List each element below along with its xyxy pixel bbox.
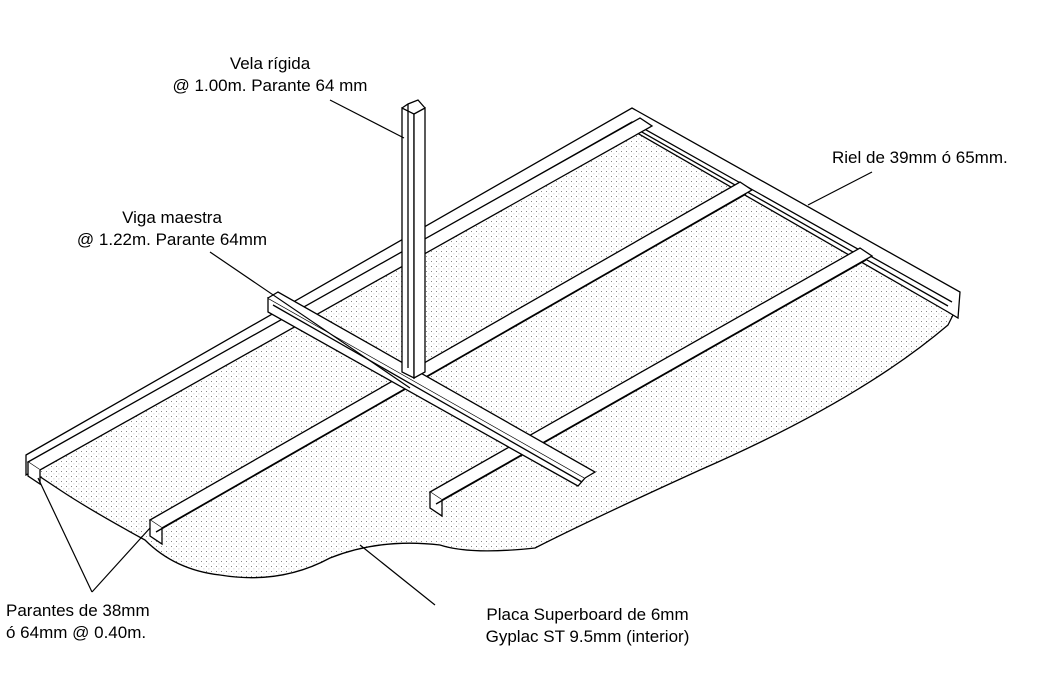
vertical-stiffener [401, 99, 426, 380]
label-viga-maestra: Viga maestra @ 1.22m. Parante 64mm [52, 207, 292, 251]
label-parantes: Parantes de 38mm ó 64mm @ 0.40m. [6, 600, 150, 644]
label-placa: Placa Superboard de 6mm Gyplac ST 9.5mm … [455, 604, 720, 648]
vela-line2: @ 1.00m. Parante 64 mm [172, 76, 368, 95]
parantes-line2: ó 64mm @ 0.40m. [6, 623, 147, 642]
parantes-line1: Parantes de 38mm [6, 601, 150, 620]
stud-2 [428, 247, 874, 518]
leader-lines [37, 99, 873, 606]
label-riel: Riel de 39mm ó 65mm. [832, 147, 1008, 169]
viga-line1: Viga maestra [122, 208, 222, 227]
vela-line1: Vela rígida [229, 54, 311, 73]
label-vela-rigida: Vela rígida @ 1.00m. Parante 64 mm [150, 53, 390, 97]
riel-line1: Riel de 39mm ó 65mm. [832, 148, 1008, 167]
placa-line1: Placa Superboard de 6mm [486, 605, 689, 624]
studs [26, 117, 874, 546]
stud-1 [148, 181, 754, 546]
placa-line2: Gyplac ST 9.5mm (interior) [485, 627, 690, 646]
viga-line2: @ 1.22m. Parante 64mm [76, 230, 268, 249]
stud-3 [26, 117, 654, 486]
